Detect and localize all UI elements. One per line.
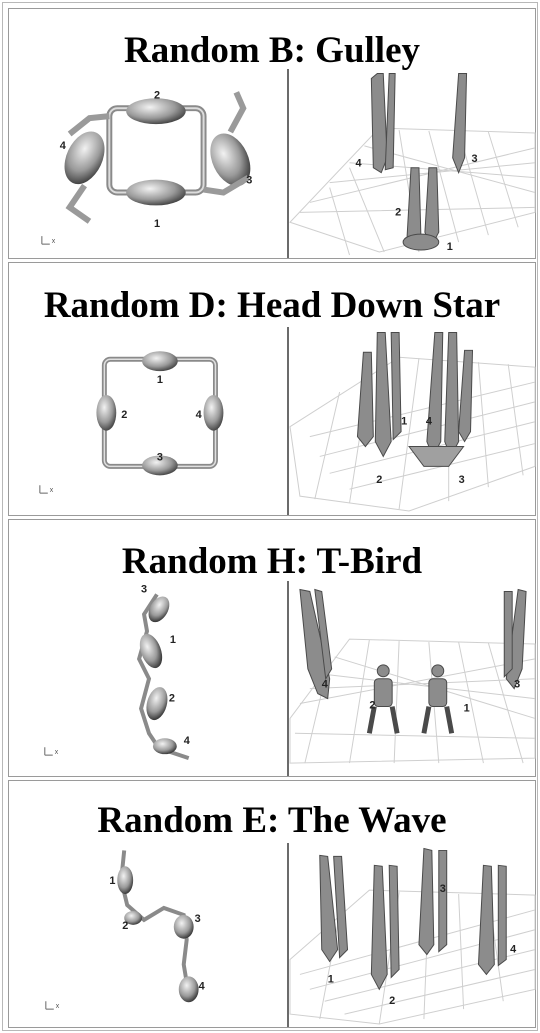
- skydiver-2: [146, 687, 168, 721]
- formation-title: Random E: The Wave: [97, 800, 447, 841]
- axis-indicator: x: [44, 747, 59, 756]
- diver-label-2: 2: [369, 700, 375, 712]
- skydiver-4: [203, 394, 224, 431]
- top-view-drawing: 1 2 3 4 x: [45, 850, 205, 1010]
- skydiver-4: [178, 976, 199, 1003]
- top-view-drawing: 1 2 3 4 x: [39, 351, 224, 494]
- diver-label-3: 3: [472, 153, 478, 165]
- diver-label-1: 1: [170, 634, 176, 646]
- top-view: 1 2 3 4 x: [9, 781, 289, 1027]
- axis-indicator: x: [41, 236, 56, 245]
- diver-label-4: 4: [199, 980, 205, 992]
- skydiver-1: [126, 179, 186, 206]
- diver-label-1: 1: [328, 973, 334, 985]
- ground-grid: [289, 356, 536, 512]
- perspective-view: 1 2 3 4: [289, 781, 536, 1027]
- skydiver-4: [64, 131, 105, 185]
- diver-label-3: 3: [195, 913, 201, 925]
- diver-label-2: 2: [376, 474, 382, 486]
- diver-label-4: 4: [426, 416, 432, 428]
- diver-label-4: 4: [355, 158, 361, 170]
- skydiver-2: [96, 394, 117, 431]
- diver-label-2: 2: [389, 995, 395, 1007]
- perspective-view-drawing: 1 2 3 4: [289, 331, 536, 512]
- diver-label-3: 3: [157, 451, 163, 463]
- ground-grid: [289, 889, 536, 1025]
- top-view: 1 2 3 4 x: [9, 9, 289, 258]
- axis-indicator: x: [45, 1001, 60, 1010]
- skydiver-2: [124, 910, 143, 925]
- top-view: 1 2 3 4 x: [9, 520, 289, 776]
- diver-label-1: 1: [464, 702, 470, 714]
- axis-indicator: x: [39, 485, 54, 494]
- diver-label-1: 1: [157, 374, 163, 386]
- diver-label-4: 4: [184, 735, 190, 747]
- perspective-view-drawing: 1 2 3 4: [289, 588, 536, 764]
- skydiver-3: [142, 455, 178, 476]
- diver-label-3: 3: [459, 474, 465, 486]
- diver-label-3: 3: [141, 583, 147, 595]
- view-divider: [287, 69, 289, 258]
- diver-label-2: 2: [122, 920, 128, 932]
- formation-panel-head-down-star: Random D: Head Down Star 1 2 3 4: [8, 262, 536, 516]
- diver-label-2: 2: [121, 409, 127, 421]
- skydiver-3: [148, 596, 170, 623]
- diver-label-1: 1: [109, 875, 115, 887]
- diver-label-3: 3: [246, 175, 252, 187]
- diver-label-3: 3: [514, 679, 520, 691]
- diver-label-4: 4: [322, 679, 328, 691]
- standing-figures: [356, 331, 474, 467]
- standing-figures: [319, 847, 507, 991]
- diver-label-2: 2: [154, 89, 160, 101]
- view-divider: [287, 581, 289, 776]
- diver-label-4: 4: [196, 409, 202, 421]
- skydiver-1: [142, 351, 178, 372]
- diver-label-4: 4: [60, 140, 66, 152]
- perspective-view: 1 2 3 4: [289, 263, 536, 515]
- formation-panel-gulley: Random B: Gulley: [8, 8, 536, 259]
- standing-figures: [370, 72, 468, 251]
- top-view-drawing: 1 2 3 4 x: [41, 89, 252, 245]
- view-divider: [287, 843, 289, 1027]
- standing-figures: [299, 588, 527, 734]
- linked-arms: [136, 593, 190, 761]
- svg-text:x: x: [50, 487, 54, 494]
- view-divider: [287, 327, 289, 515]
- diver-label-4: 4: [510, 944, 516, 956]
- formation-title: Random D: Head Down Star: [43, 285, 501, 326]
- skydiver-1: [117, 866, 134, 895]
- skydiver-4: [152, 738, 177, 755]
- perspective-view-drawing: 1 2 3 4: [289, 847, 536, 1025]
- diver-label-1: 1: [447, 241, 453, 253]
- top-view-drawing: 1 2 3 4 x: [44, 583, 190, 761]
- formation-title: Random H: T-Bird: [121, 541, 423, 582]
- diver-label-2: 2: [169, 693, 175, 705]
- svg-text:x: x: [55, 749, 59, 756]
- svg-text:x: x: [52, 238, 56, 245]
- svg-text:x: x: [56, 1003, 60, 1010]
- top-view: 1 2 3 4 x: [9, 263, 289, 515]
- diver-label-3: 3: [440, 883, 446, 895]
- formation-title: Random B: Gulley: [123, 30, 421, 71]
- diver-label-1: 1: [154, 218, 160, 230]
- skydiver-3: [173, 914, 194, 939]
- perspective-view: 1 2 3 4: [289, 9, 536, 258]
- skydiver-1: [139, 633, 163, 669]
- diver-label-1: 1: [401, 416, 407, 428]
- perspective-view: 1 2 3 4: [289, 520, 536, 776]
- skydiver-3: [210, 133, 251, 187]
- formation-panel-the-wave: Random E: The Wave 1 2 3 4: [8, 780, 536, 1028]
- skydiver-2: [126, 98, 186, 125]
- diver-label-2: 2: [395, 206, 401, 218]
- perspective-view-drawing: 1 2 3 4: [289, 72, 536, 256]
- formation-panel-t-bird: Random H: T-Bird 1 2 3 4: [8, 519, 536, 777]
